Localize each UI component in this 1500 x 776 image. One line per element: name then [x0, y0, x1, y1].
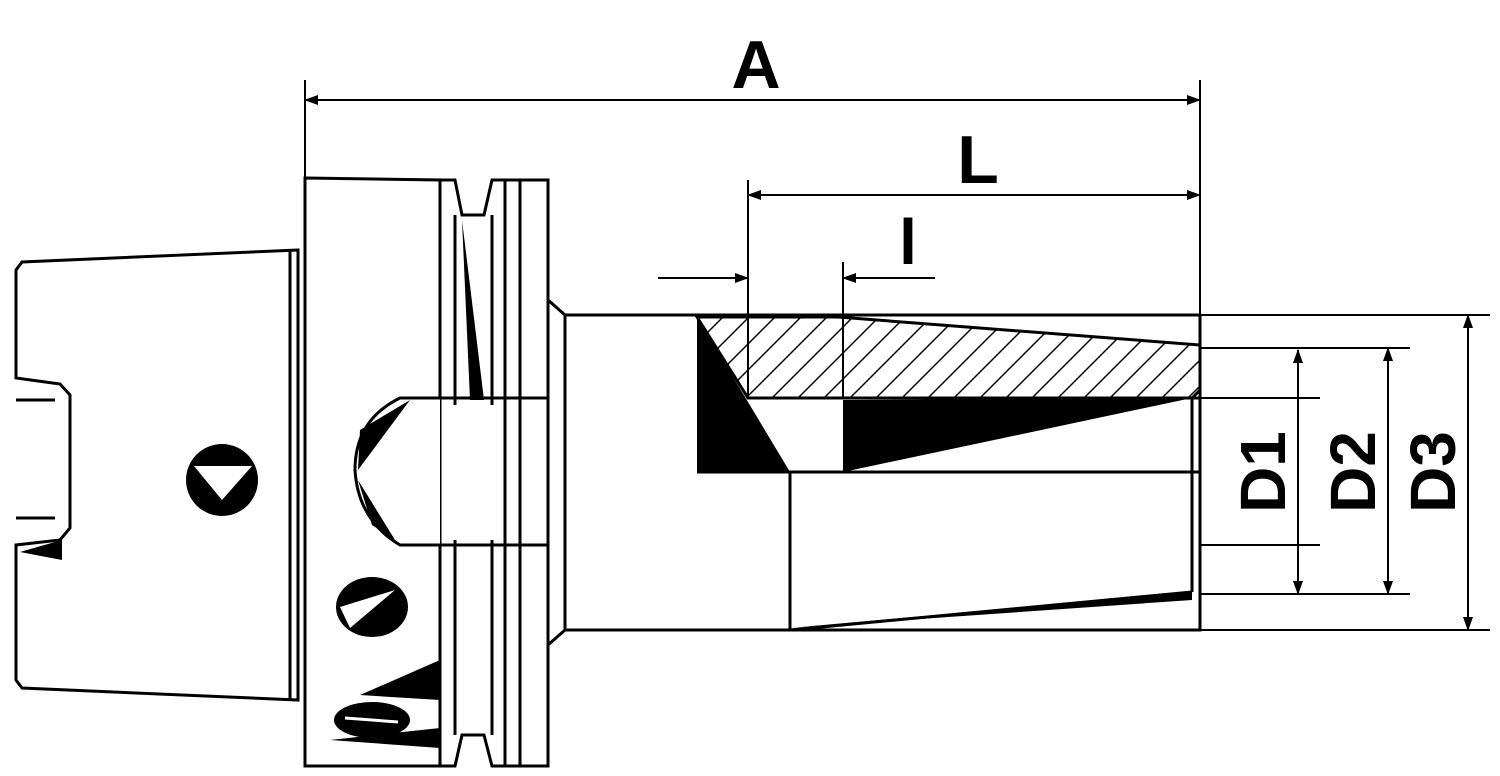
taper-shank: [14, 248, 300, 702]
dim-label-d2: D2: [1317, 431, 1389, 513]
screw-head-icon: [336, 577, 408, 637]
bore-shadow-taper: [843, 398, 1192, 472]
notch-shadow: [358, 400, 410, 470]
dim-label-a: A: [731, 27, 780, 103]
dim-label-l-small: l: [899, 206, 917, 278]
bore-shadow-left: [697, 317, 790, 472]
dimension-lines: [304, 80, 1490, 631]
dim-label-d3: D3: [1397, 431, 1469, 513]
drive-slot-shadow: [20, 540, 62, 560]
flange-body: [303, 176, 550, 768]
dim-label-l: L: [957, 122, 999, 198]
bore-shadow-bottom: [790, 592, 1192, 628]
groove-shadow: [462, 220, 484, 400]
hatched-section: [694, 315, 1202, 400]
keyway-shadow: [360, 660, 440, 700]
notch-shadow-lower: [358, 480, 395, 540]
dim-label-d1: D1: [1227, 431, 1299, 513]
orientation-mark-icon: [186, 444, 258, 516]
screw-head-icon: [334, 702, 410, 738]
lower-shadow: [330, 728, 440, 748]
